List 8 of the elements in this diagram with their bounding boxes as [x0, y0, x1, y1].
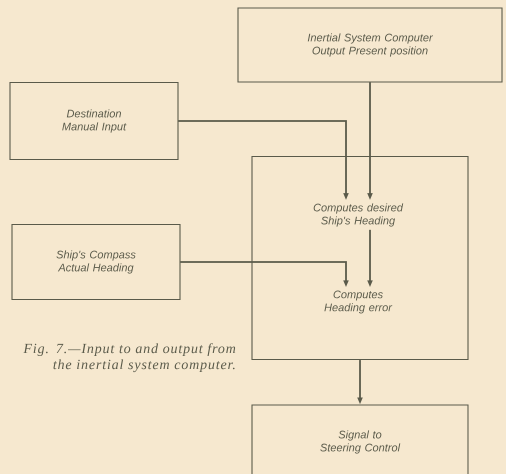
container-box: [251, 156, 469, 360]
process-box: Inertial System Computer Output Present position: [237, 7, 503, 83]
process-box: Signal to Steering Control: [251, 404, 469, 474]
process-box: Destination Manual Input: [9, 82, 179, 160]
step-text: Computes Heading error: [324, 290, 392, 314]
step-text: Computes desired Ship's Heading: [314, 203, 404, 227]
process-box: Ship's Compass Actual Heading: [11, 224, 181, 300]
figure-caption: Fig. 7.—Input to and output from the inertial system computer.: [23, 343, 236, 372]
